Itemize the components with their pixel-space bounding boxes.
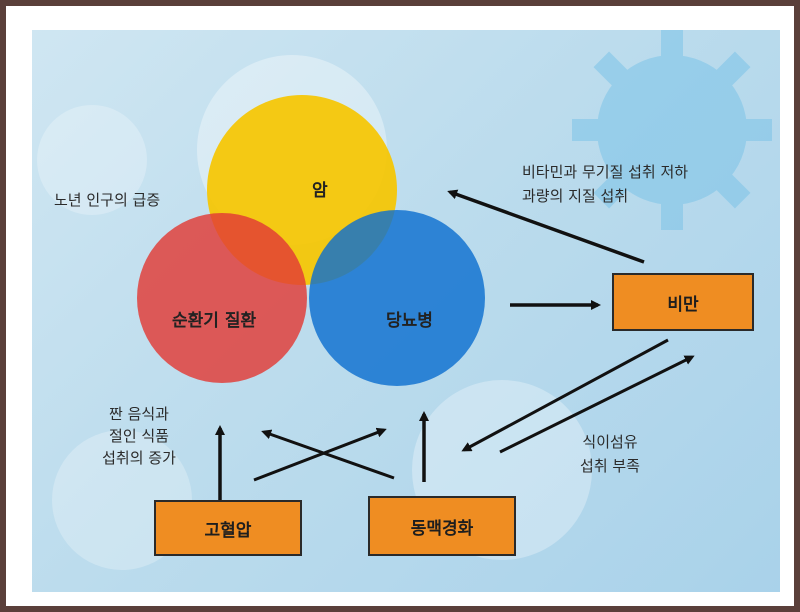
arrow-hypertension-to-diabetes xyxy=(253,427,387,482)
note-salt-line: 섭취의 증가 xyxy=(102,449,176,467)
note-salt-line: 짠 음식과 xyxy=(109,405,169,423)
note-salt: 짠 음식과 절인 식품 섭취의 증가 xyxy=(84,404,194,468)
note-aging: 노년 인구의 급증 xyxy=(54,190,160,210)
arrow-arterio-to-cardio xyxy=(261,429,395,480)
cardio-circle xyxy=(137,213,307,383)
arrow-obesity-to-cancer xyxy=(447,189,645,264)
cancer-label: 암 xyxy=(312,181,328,201)
note-fiber: 식이섬유 섭취 부족 xyxy=(560,432,660,476)
note-vitamin-line: 비타민과 무기질 섭취 저하 xyxy=(522,163,689,181)
diagram-panel: 암 순환기 질환 당뇨병 비만 고혈압 동맥경화 노년 인구의 급증 비타민과 … xyxy=(32,30,780,592)
note-aging-line: 노년 인구의 급증 xyxy=(54,191,161,209)
arrow-arterio-to-obesity xyxy=(499,355,695,454)
arteriosclerosis-box: 동맥경화 xyxy=(368,496,516,556)
note-salt-line: 절인 식품 xyxy=(109,427,169,445)
note-fiber-line: 식이섬유 xyxy=(582,433,638,451)
diabetes-label: 당뇨병 xyxy=(386,311,433,331)
note-vitamin-line: 과량의 지질 섭취 xyxy=(522,187,629,205)
photo-frame: 암 순환기 질환 당뇨병 비만 고혈압 동맥경화 노년 인구의 급증 비타민과 … xyxy=(6,6,794,606)
obesity-box: 비만 xyxy=(612,273,754,331)
hypertension-box: 고혈압 xyxy=(154,500,302,556)
note-vitamin: 비타민과 무기질 섭취 저하 과량의 지질 섭취 xyxy=(522,162,688,206)
gear-icon xyxy=(572,30,772,230)
cardio-label: 순환기 질환 xyxy=(172,311,257,331)
diagram-canvas xyxy=(37,30,772,570)
diabetes-circle xyxy=(309,210,485,386)
arrow-obesity-to-arterio xyxy=(461,338,669,452)
note-fiber-line: 섭취 부족 xyxy=(580,457,640,475)
